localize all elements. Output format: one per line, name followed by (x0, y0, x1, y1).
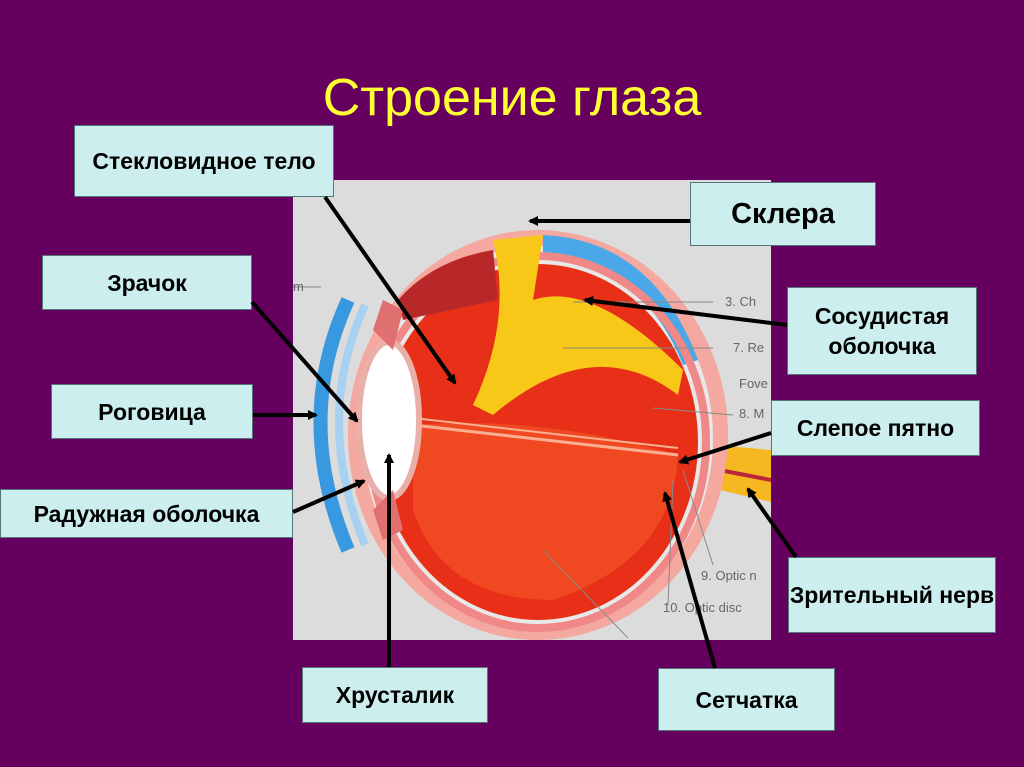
lens-shape (356, 339, 422, 501)
stub-label-m8: 8. M (739, 406, 764, 421)
label-cornea: Роговица (51, 384, 253, 439)
label-lens: Хрусталик (302, 667, 488, 723)
label-sclera: Склера (690, 182, 876, 246)
label-pupil: Зрачок (42, 255, 252, 310)
stub-label-optic-disc: 10. Optic disc (663, 600, 742, 615)
label-vitreous-body: Стекловидное тело (74, 125, 334, 197)
lower-chamber (413, 423, 678, 600)
eye-diagram: m 3. Ch 7. Re Fove 8. M 9. Optic n 10. O… (293, 180, 771, 640)
page-title: Строение глаза (322, 69, 702, 127)
label-choroid: Сосудистая оболочка (787, 287, 977, 375)
stub-label-optic-n: 9. Optic n (701, 568, 757, 583)
label-iris: Радужная оболочка (0, 489, 293, 538)
label-blind-spot: Слепое пятно (771, 400, 980, 456)
stub-label-re: 7. Re (733, 340, 764, 355)
label-optic-nerve: Зрительный нерв (788, 557, 996, 633)
stub-label-fove: Fove (739, 376, 768, 391)
stub-label-ch: 3. Ch (725, 294, 756, 309)
label-retina: Сетчатка (658, 668, 835, 731)
stub-label-m: m (293, 279, 304, 294)
retina-yellow (473, 235, 683, 415)
